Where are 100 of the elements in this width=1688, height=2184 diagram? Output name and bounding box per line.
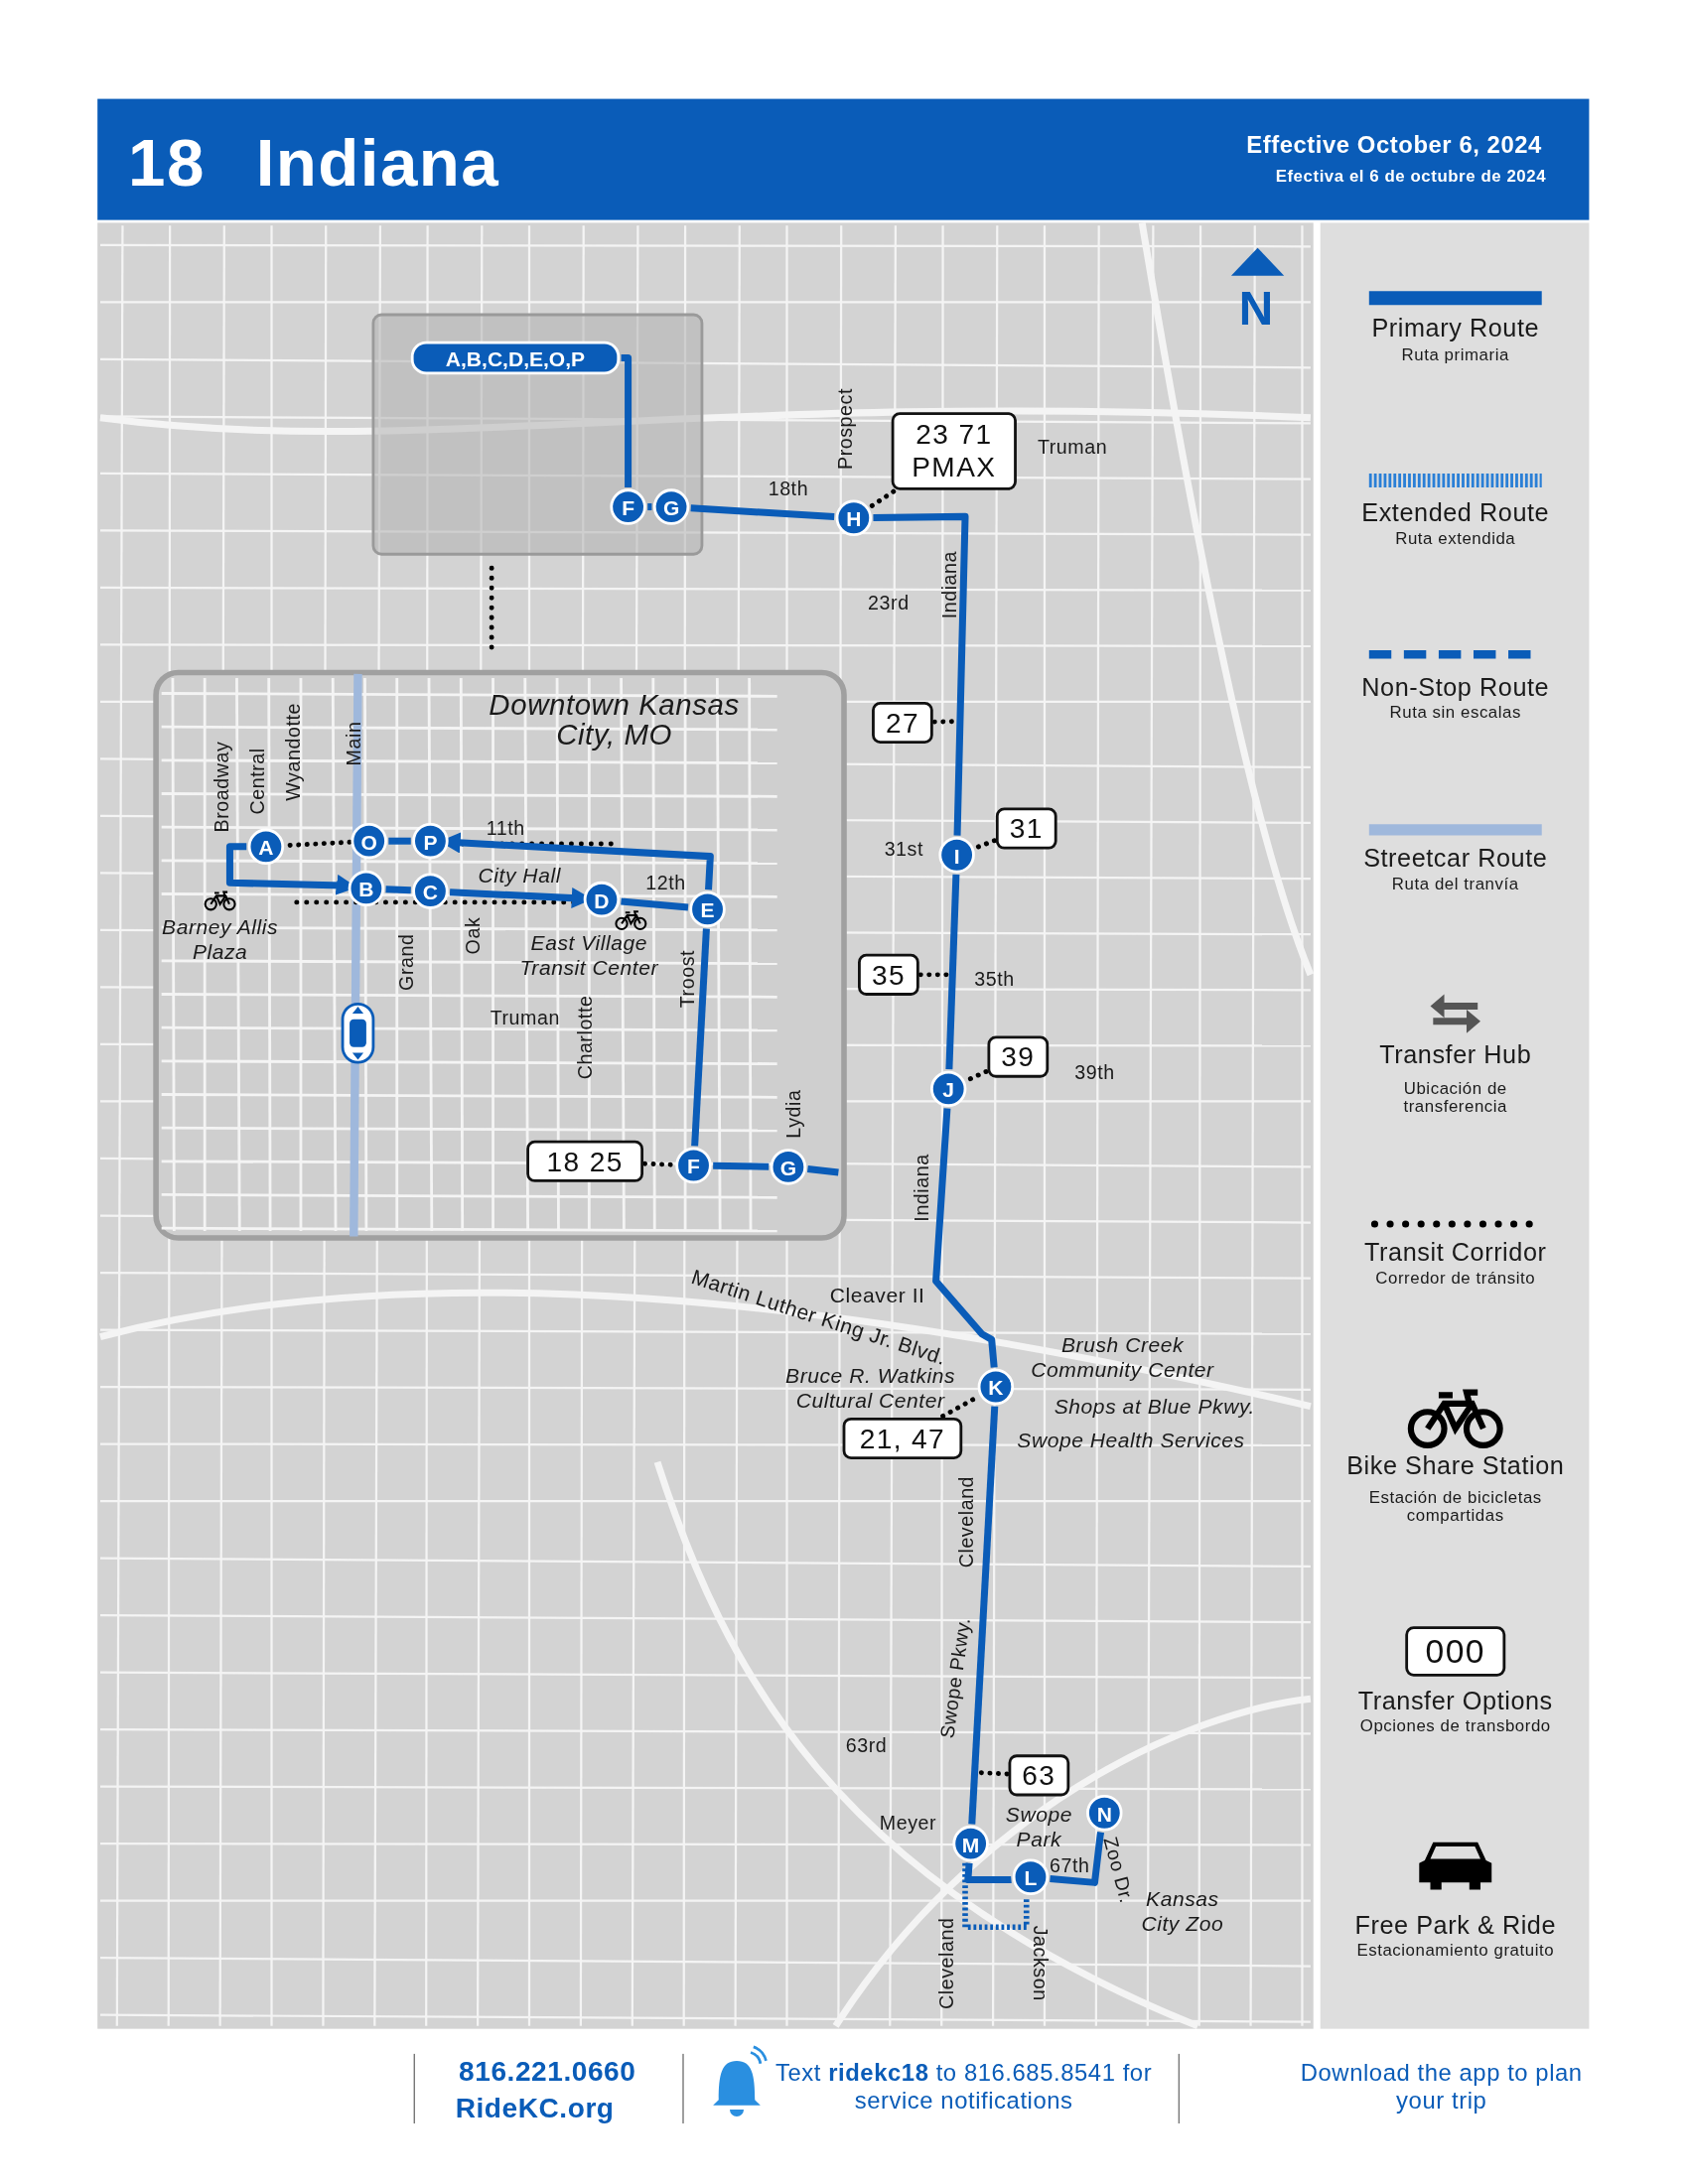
page-title: 18 Indiana xyxy=(128,128,500,199)
street-label: Truman xyxy=(490,1008,560,1028)
route-line xyxy=(964,1862,1014,1884)
route-number-box: 23 71 PMAX xyxy=(891,412,1017,490)
stop-marker: O xyxy=(351,822,387,860)
dotted-connector xyxy=(917,972,950,978)
street-label: Meyer xyxy=(879,1812,937,1834)
route-number-box: 35 xyxy=(858,953,919,996)
legend-label: Extended Route xyxy=(1361,500,1550,527)
route-line xyxy=(932,1108,998,1368)
street-label: Wyandotte xyxy=(283,703,305,801)
street-label: Brush Creek Community Center xyxy=(1030,1332,1215,1383)
legend-label: Free Park & Ride xyxy=(1354,1912,1557,1940)
route-number-box: 21, 47 xyxy=(842,1417,963,1459)
street-label: Swope Pkwy. xyxy=(936,1616,974,1740)
legend-label: Bike Share Station xyxy=(1346,1452,1565,1480)
street-label: Troost xyxy=(677,949,699,1009)
stop-marker: A xyxy=(247,828,285,866)
legend-sublabel: Ruta del tranvía xyxy=(1390,875,1520,893)
street-label: Grand xyxy=(396,933,417,991)
street-label: Kansas City Zoo xyxy=(1140,1886,1225,1938)
street-label: Swope Health Services xyxy=(1017,1429,1245,1451)
phone-number: 816.221.0660 xyxy=(459,2057,636,2087)
street-label: Main xyxy=(343,721,364,766)
route-number-box: 39 xyxy=(987,1035,1050,1078)
street-label: Cleaver II xyxy=(829,1284,925,1306)
stop-marker: P xyxy=(412,822,449,860)
legend-sublabel: Ubicación de transferencia xyxy=(1402,1079,1509,1115)
route-line xyxy=(873,512,969,836)
app-download-note: Download the app to plan your trip xyxy=(1299,2060,1584,2117)
street-label: Prospect xyxy=(835,388,856,470)
legend-sublabel: Corredor de tránsito xyxy=(1374,1269,1537,1288)
street-label: East Village Transit Center xyxy=(518,929,660,981)
route-line xyxy=(691,928,710,1147)
route-line xyxy=(385,886,411,894)
route-line xyxy=(621,353,633,487)
legend-label: Primary Route xyxy=(1371,315,1540,342)
street-label: Jackson xyxy=(1030,1925,1052,2001)
route-line xyxy=(690,504,835,520)
street-label: 67th xyxy=(1050,1855,1090,1876)
street-label: Truman xyxy=(1037,436,1108,458)
street-label: 35th xyxy=(974,968,1015,990)
route-number-box-sample: 000 xyxy=(1405,1626,1506,1677)
stop-marker: B xyxy=(348,870,385,907)
legend-label: Non-Stop Route xyxy=(1361,674,1550,702)
street-label: 18th xyxy=(768,478,809,499)
legend-sublabel: Ruta sin escalas xyxy=(1388,704,1522,722)
stop-list-badge: A,B,C,D,E,O,P xyxy=(410,341,621,375)
legend-sublabel: Ruta primaria xyxy=(1400,345,1510,364)
stop-marker: G xyxy=(770,1149,807,1185)
street-label: Shops at Blue Pkwy. xyxy=(1054,1395,1255,1418)
street-label: Indiana xyxy=(912,1154,932,1222)
legend-label: Streetcar Route xyxy=(1363,846,1548,873)
street-label: Cleveland xyxy=(956,1475,977,1569)
route-line xyxy=(388,837,411,845)
route-line xyxy=(945,874,960,1070)
street-label: 31st xyxy=(884,839,923,860)
north-label: N xyxy=(1238,284,1274,335)
legend-label: Transfer Options xyxy=(1357,1688,1553,1715)
route-line xyxy=(807,1165,839,1176)
street-label: Barney Allis Plaza xyxy=(161,914,280,966)
legend-sublabel: Opciones de transbordo xyxy=(1358,1717,1552,1736)
route-number-box: 27 xyxy=(872,701,933,744)
web-address: RideKC.org xyxy=(455,2093,615,2123)
street-label: Indiana xyxy=(939,550,960,619)
street-label: Charlotte xyxy=(574,995,596,1080)
legend-label: Transit Corridor xyxy=(1364,1240,1547,1267)
inset-title: Downtown Kansas City, MO xyxy=(488,689,741,751)
street-label: 12th xyxy=(645,872,686,893)
route-line xyxy=(621,897,689,911)
stop-marker: D xyxy=(583,881,621,918)
street-label: City Hall xyxy=(478,865,561,887)
legend-label: Transfer Hub xyxy=(1379,1041,1532,1069)
legend-sublabel: Estacionamiento gratuito xyxy=(1355,1942,1556,1960)
effective-date: Efectiva el 6 de octubre de 2024 xyxy=(1275,168,1547,186)
stop-marker: F xyxy=(675,1147,712,1184)
street-label: 39th xyxy=(1074,1061,1115,1083)
street-label: 63rd xyxy=(845,1735,888,1757)
street-label: Cleveland xyxy=(936,1917,958,2009)
dotted-connector xyxy=(867,488,897,510)
route-line xyxy=(1050,1831,1105,1886)
legend-sublabel: Estación de bicicletas compartidas xyxy=(1367,1489,1543,1525)
street-label: Broadway xyxy=(211,741,232,833)
route-line xyxy=(647,503,652,511)
street-label: Oak xyxy=(463,916,485,955)
street-label: Central xyxy=(247,748,268,815)
legend-sublabel: Ruta extendida xyxy=(1394,530,1517,548)
text-alert-note: Text ridekc18 to 816.685.8541 for service notifications xyxy=(774,2060,1154,2117)
street-label: 23rd xyxy=(868,593,910,614)
route-line xyxy=(968,1406,999,1825)
route-line xyxy=(713,1161,770,1170)
effective-date: Effective October 6, 2024 xyxy=(1246,133,1542,159)
street-label: Zoo Dr. xyxy=(1099,1835,1138,1906)
street-label: Swope Park xyxy=(1004,1802,1073,1852)
route-number-box: 31 xyxy=(995,807,1057,850)
stop-marker: C xyxy=(412,873,449,909)
street-label: 11th xyxy=(486,818,525,839)
route-number-box: 63 xyxy=(1008,1754,1070,1797)
route-number-box: 18 25 xyxy=(526,1140,643,1182)
stop-marker: E xyxy=(689,890,726,928)
